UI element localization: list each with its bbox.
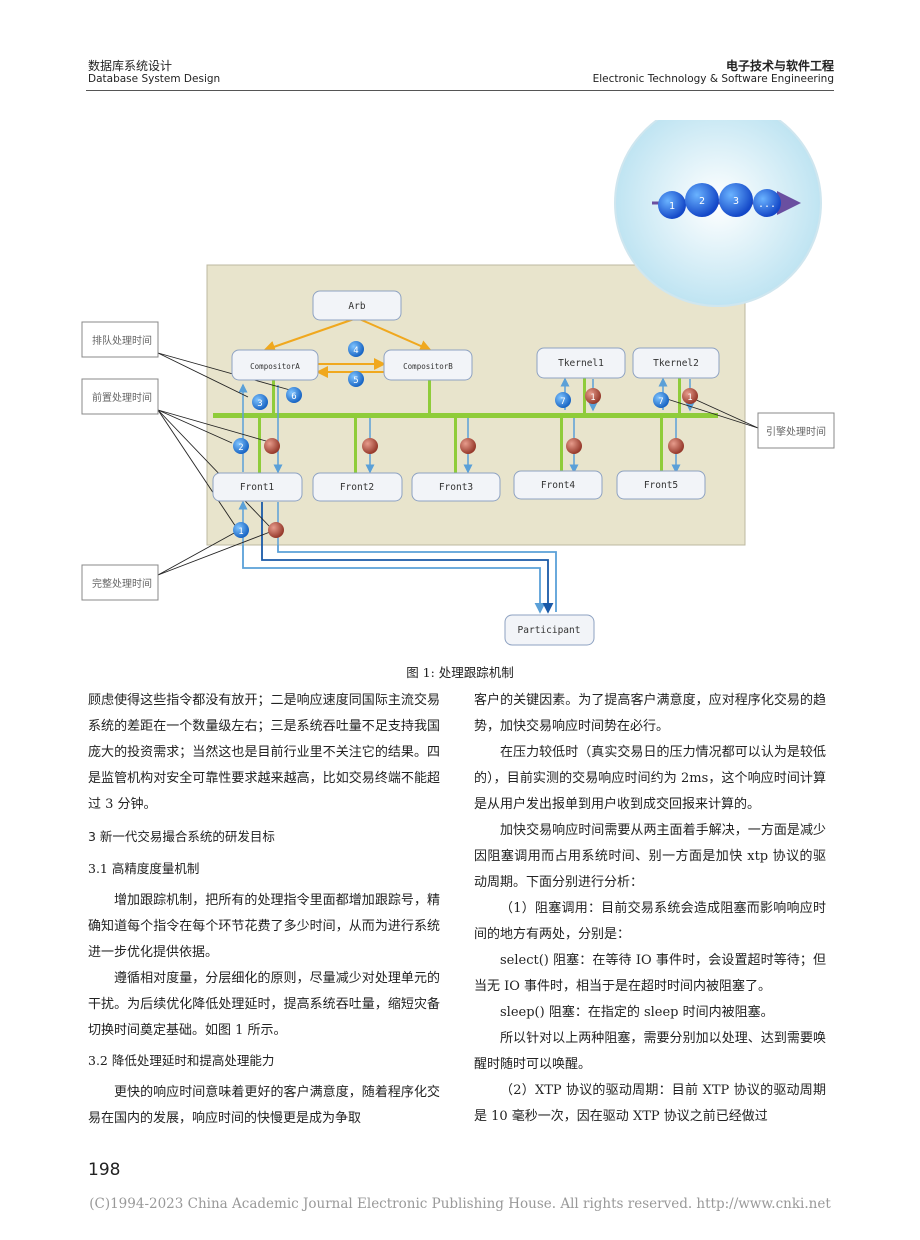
- pre-time-label: 前置处理时间: [92, 391, 152, 404]
- section-3-1-heading: 3.1 高精度度量机制: [88, 861, 200, 876]
- arb-label: Arb: [348, 301, 365, 312]
- header-left-en: Database System Design: [88, 73, 221, 85]
- front3-label: Front3: [439, 482, 473, 493]
- tkernel1-label: Tkernel1: [558, 358, 604, 369]
- marker-5-label: 5: [353, 376, 358, 386]
- bubble-ball-4: [753, 189, 781, 217]
- bubble-ball-4-label: ...: [758, 199, 776, 210]
- pre-time-box: [81, 378, 159, 415]
- marker-red-engine-2-label: 1: [687, 393, 692, 403]
- left-paragraph-1: 顾虑使得这些指令都没有放开；二是响应速度同国际主流交易系统的差距在一个数量级左右…: [88, 693, 440, 812]
- marker-red-engine-2: [682, 388, 698, 404]
- left-paragraph-3: 遵循相对度量，分层细化的原则，尽量减少对处理单元的干扰。为后续优化降低处理延时，…: [88, 971, 440, 1038]
- marker-red-engine-1-label: 1: [590, 393, 595, 403]
- marker-3: [252, 394, 268, 410]
- marker-7-tkernel2: [653, 392, 669, 408]
- marker-7-tkernel1: [555, 392, 571, 408]
- tkernel2-box: [632, 347, 720, 379]
- complete-time-box: [81, 564, 159, 601]
- right-paragraph-5: select() 阻塞：在等待 IO 事件时，会设置超时等待；但当无 IO 事件…: [474, 953, 826, 994]
- marker-2: [233, 438, 249, 454]
- front2-box: [312, 472, 403, 502]
- right-paragraph-6: sleep() 阻塞：在指定的 sleep 时间内被阻塞。: [500, 1005, 774, 1020]
- right-paragraph-3: 加快交易响应时间需要从两主面着手解决，一方面是减少因阻塞调用而占用系统时间、别一…: [474, 823, 826, 890]
- section-3-2-heading: 3.2 降低处理延时和提高处理能力: [88, 1053, 275, 1068]
- marker-1-front1-label: 1: [238, 527, 243, 537]
- right-column: 客户的关键因素。为了提高客户满意度，应对程序化交易的趋势，加快交易响应时间势在必…: [474, 688, 826, 1130]
- tkernel2-label: Tkernel2: [653, 358, 699, 369]
- right-paragraph-8: （2）XTP 协议的驱动周期：目前 XTP 协议的驱动周期是 10 毫秒一次，因…: [474, 1083, 826, 1124]
- left-column: 顾虑使得这些指令都没有放开；二是响应速度同国际主流交易系统的差距在一个数量级左右…: [88, 688, 440, 1132]
- section-3-heading: 3 新一代交易撮合系统的研发目标: [88, 829, 275, 844]
- marker-3-label: 3: [257, 399, 262, 409]
- marker-4: [348, 341, 364, 357]
- front2-label: Front2: [340, 482, 374, 493]
- marker-6: [286, 387, 302, 403]
- engine-time-label: 引擎处理时间: [766, 425, 826, 438]
- bubble-ball-3-label: 3: [733, 196, 739, 207]
- left-paragraph-2: 增加跟踪机制，把所有的处理指令里面都增加跟踪号，精确知道每个指令在每个环节花费了…: [88, 893, 440, 960]
- right-paragraph-1: 客户的关键因素。为了提高客户满意度，应对程序化交易的趋势，加快交易响应时间势在必…: [474, 693, 826, 734]
- front4-label: Front4: [541, 480, 576, 491]
- header-rule: [86, 90, 834, 91]
- marker-red-front2: [362, 438, 378, 454]
- left-paragraph-4: 更快的响应时间意味着更好的客户满意度，随着程序化交易在国内的发展，响应时间的快慢…: [88, 1085, 440, 1126]
- right-paragraph-2: 在压力较低时（真实交易日的压力情况都可以认为是较低的），目前实测的交易响应时间约…: [474, 745, 826, 812]
- engine-time-box: [757, 412, 835, 449]
- bubble-ball-2-label: 2: [699, 196, 705, 207]
- marker-7-tkernel2-label: 7: [658, 397, 663, 407]
- copyright-notice: (C)1994-2023 China Academic Journal Elec…: [89, 1196, 831, 1212]
- header-right-cn: 电子技术与软件工程: [725, 59, 834, 73]
- bubble-ball-3: [719, 183, 753, 217]
- marker-red-participant: [268, 522, 284, 538]
- participant-label: Participant: [518, 625, 581, 636]
- marker-1-front1: [233, 522, 249, 538]
- queue-time-box: [81, 321, 159, 358]
- marker-4-label: 4: [353, 346, 358, 356]
- compositorA-box: [231, 349, 319, 381]
- front5-box: [616, 470, 706, 500]
- header-right-en: Electronic Technology & Software Enginee…: [592, 73, 834, 85]
- front1-box: [212, 472, 303, 502]
- right-paragraph-7: 所以针对以上两种阻塞，需要分别加以处理、达到需要唤醒时随时可以唤醒。: [474, 1031, 826, 1072]
- compositorB-box: [383, 349, 473, 381]
- marker-2-label: 2: [238, 443, 243, 453]
- front5-label: Front5: [644, 480, 678, 491]
- complete-time-label: 完整处理时间: [92, 577, 152, 590]
- marker-7-tkernel1-label: 7: [560, 397, 565, 407]
- figure-caption: 图 1: 处理跟踪机制: [406, 665, 514, 680]
- compositorB-label: CompositorB: [403, 362, 453, 371]
- header-left-cn: 数据库系统设计: [88, 59, 173, 73]
- arb-box: [312, 290, 402, 321]
- marker-6-label: 6: [291, 392, 296, 402]
- marker-red-front1: [264, 438, 280, 454]
- marker-red-front4: [566, 438, 582, 454]
- bubble-ball-1: [658, 191, 686, 219]
- front3-box: [411, 472, 501, 502]
- front4-box: [513, 470, 603, 500]
- figure-tracking-mechanism: 1 2 3 ...: [81, 120, 835, 646]
- marker-red-front5: [668, 438, 684, 454]
- bubble-ball-1-label: 1: [669, 201, 675, 212]
- page-number: 198: [88, 1160, 121, 1180]
- front1-label: Front1: [240, 482, 275, 493]
- tkernel1-box: [536, 347, 626, 379]
- queue-time-label: 排队处理时间: [92, 334, 152, 347]
- compositorA-label: CompositorA: [250, 362, 300, 371]
- marker-red-front3: [460, 438, 476, 454]
- participant-box: [504, 614, 595, 646]
- zoom-bubble: 1 2 3 ...: [614, 120, 822, 307]
- marker-5: [348, 371, 364, 387]
- green-bus: [213, 413, 718, 418]
- marker-red-engine-1: [585, 388, 601, 404]
- bubble-ball-2: [685, 183, 719, 217]
- right-paragraph-4: （1）阻塞调用：目前交易系统会造成阻塞而影响响应时间的地方有两处，分别是：: [474, 901, 826, 942]
